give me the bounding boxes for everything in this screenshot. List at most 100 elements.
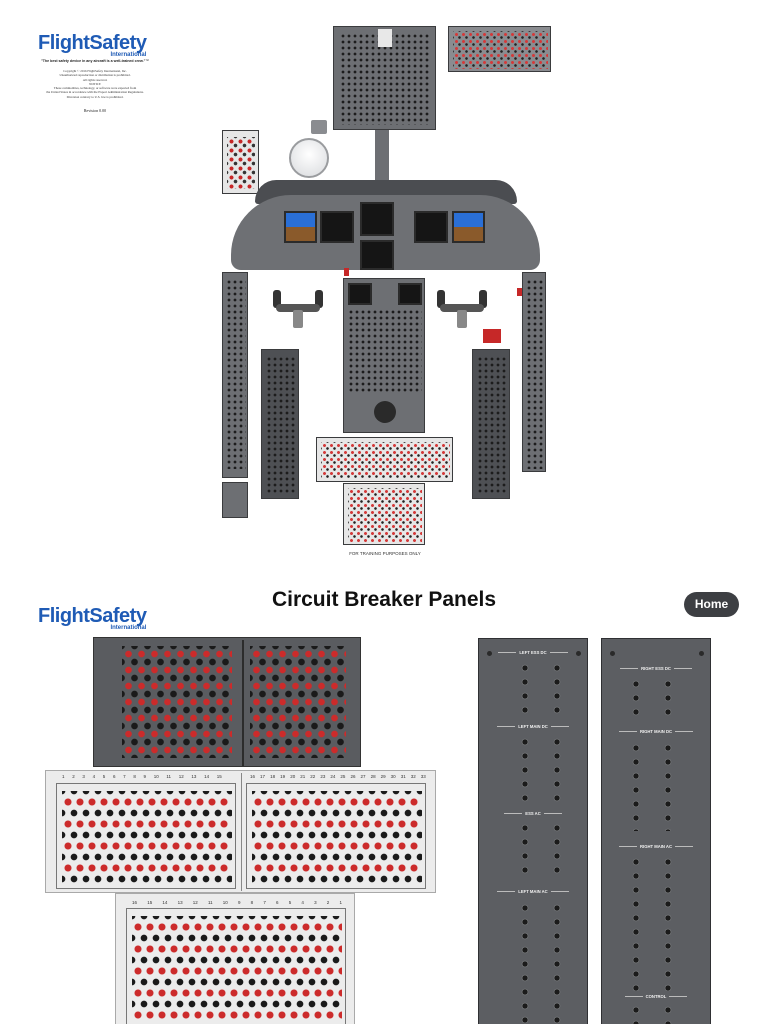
overhead-column: [375, 130, 389, 185]
yoke-column: [293, 310, 303, 328]
center-display-upper[interactable]: [360, 202, 394, 236]
home-button[interactable]: Home: [684, 592, 739, 617]
cb-section-left: [56, 783, 236, 889]
yoke-handle: [437, 290, 445, 308]
left-lower-console[interactable]: [222, 482, 248, 518]
right-cdu[interactable]: [398, 283, 422, 305]
cb-group-right[interactable]: [250, 646, 346, 758]
panel-divider: [242, 640, 244, 766]
left-mfd[interactable]: [320, 211, 354, 243]
col-num: 23: [320, 774, 326, 779]
center-display-lower[interactable]: [360, 240, 394, 270]
left-yoke[interactable]: [273, 290, 323, 328]
col-num: 16: [132, 900, 138, 905]
col-num: 6: [276, 900, 279, 905]
copyright-line: Diversion contrary to U.S. law is prohib…: [66, 94, 124, 99]
left-cb-panel-thumb[interactable]: [261, 349, 299, 499]
side-control-panel[interactable]: [222, 130, 259, 194]
col-num: 20: [290, 774, 296, 779]
left-pfd[interactable]: [284, 211, 317, 243]
col-num: 25: [340, 774, 346, 779]
col-num: 24: [330, 774, 336, 779]
col-num: 30: [390, 774, 396, 779]
cb-knobs-left-ess-dc[interactable]: [509, 661, 573, 717]
cb-group-left[interactable]: [122, 646, 232, 758]
cb-breakers-left[interactable]: [62, 791, 232, 885]
aft-cb-panel-thumb[interactable]: [343, 483, 425, 545]
col-num: 5: [288, 900, 292, 905]
yoke-handle: [315, 290, 323, 308]
col-num: 1: [62, 774, 65, 779]
right-warning-tag: [517, 288, 522, 296]
overhead-placard: [378, 29, 392, 47]
cursor-control-knob[interactable]: [374, 401, 396, 423]
hud-combiner[interactable]: [289, 120, 339, 180]
logo-sub: International: [110, 625, 147, 631]
left-side-console[interactable]: [222, 272, 248, 478]
cb-knobs-right-main-dc[interactable]: [620, 741, 684, 831]
bus-label-right-main-dc: RIGHT MAIN DC: [602, 729, 710, 734]
right-side-console[interactable]: [522, 272, 546, 472]
cb-knobs-ess-ac[interactable]: [509, 821, 573, 877]
aft-cb-thumb-breakers: [348, 488, 422, 542]
cb-breakers-right[interactable]: [252, 791, 422, 885]
right-cb-panel-thumb[interactable]: [472, 349, 510, 499]
col-num: 10: [153, 774, 159, 779]
col-num: 5: [102, 774, 106, 779]
panel-screw: [699, 651, 704, 656]
col-num: 12: [178, 774, 184, 779]
col-num: 13: [177, 900, 183, 905]
yoke-bar: [440, 304, 484, 312]
col-num: 3: [314, 900, 317, 905]
copyright-line: the United States in accordance with the…: [46, 90, 144, 95]
col-num: 2: [326, 900, 330, 905]
bus-label-left-main-dc: LEFT MAIN DC: [479, 724, 587, 729]
bus-label-ess-ac: ESS AC: [479, 811, 587, 816]
col-num: 21: [300, 774, 306, 779]
col-num: 27: [360, 774, 366, 779]
cb-breakers-aft[interactable]: [132, 916, 342, 1022]
right-yoke[interactable]: [437, 290, 487, 328]
hud-glass: [289, 138, 329, 178]
overhead-panel[interactable]: [333, 26, 436, 130]
col-num: 2: [72, 774, 75, 779]
bus-label-left-main-ac: LEFT MAIN AC: [479, 889, 587, 894]
center-pedestal[interactable]: [343, 278, 425, 433]
page-title: Circuit Breaker Panels: [271, 588, 497, 611]
right-mfd[interactable]: [414, 211, 448, 243]
upper-cb-panel-thumb[interactable]: [448, 26, 551, 72]
col-num: 29: [380, 774, 386, 779]
col-num: 10: [222, 900, 228, 905]
col-num: 9: [143, 774, 147, 779]
col-num: 8: [133, 774, 136, 779]
cb-knobs-right-main-ac[interactable]: [620, 855, 684, 991]
yoke-bar: [276, 304, 320, 312]
right-pfd[interactable]: [452, 211, 485, 243]
upper-circuit-breaker-panel: [93, 637, 361, 767]
copyright-line: These commodities, technology, or softwa…: [53, 86, 137, 91]
lower-cb-panel-thumb[interactable]: [316, 437, 453, 482]
cb-knobs-control[interactable]: [620, 1003, 684, 1024]
yoke-handle: [479, 290, 487, 308]
overhead-switches: [340, 33, 430, 125]
col-num: 8: [250, 900, 254, 905]
right-cb-thumb-breakers: [477, 356, 507, 494]
copyright-line: All rights reserved.: [82, 77, 108, 82]
left-cdu[interactable]: [348, 283, 372, 305]
right-console-switches: [526, 279, 544, 469]
col-num: 15: [147, 900, 153, 905]
col-num: 32: [410, 774, 416, 779]
col-num: 26: [350, 774, 356, 779]
col-num: 14: [162, 900, 168, 905]
cb-knobs-left-main-ac[interactable]: [509, 901, 573, 1024]
cb-knobs-left-main-dc[interactable]: [509, 735, 573, 805]
col-num: 14: [204, 774, 210, 779]
cb-knobs-right-ess-dc[interactable]: [620, 677, 684, 719]
col-num: 7: [123, 774, 126, 779]
copyright-line: Unauthorized reproduction or distributio…: [59, 73, 131, 78]
col-num: 33: [420, 774, 426, 779]
yoke-column: [457, 310, 467, 328]
col-num: 16: [250, 774, 256, 779]
